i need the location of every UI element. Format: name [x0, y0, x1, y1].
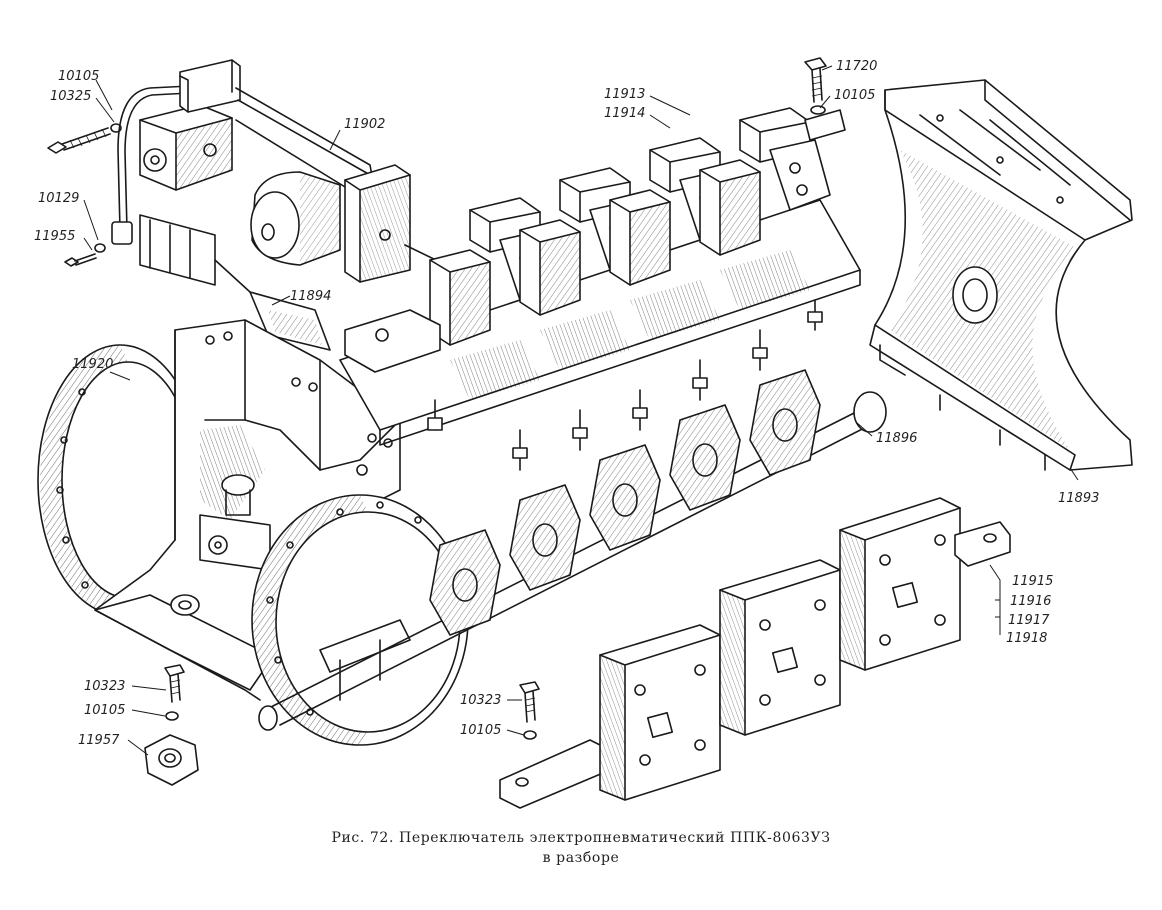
- contactor-units: [429, 107, 831, 400]
- figure-caption: Рис. 72. Переключатель электропневматиче…: [331, 830, 831, 846]
- label-11955: 11955: [34, 229, 75, 244]
- cover-bolt-holes: [56, 388, 89, 589]
- label-10105-c: 10105: [84, 703, 125, 718]
- label-11918: 11918: [1006, 631, 1047, 646]
- camshaft: [258, 369, 887, 731]
- support-bracket: [869, 79, 1133, 471]
- cam-element-blocks: [499, 497, 1011, 809]
- cover-bolt-holes-2: [266, 501, 422, 716]
- cam-washers: [429, 369, 821, 636]
- leader-lines: [83, 65, 1079, 756]
- label-11894: 11894: [290, 289, 331, 304]
- terminal-studs: [427, 299, 823, 471]
- label-10325: 10325: [50, 89, 91, 104]
- figure-caption-line2: в разборе: [542, 850, 620, 866]
- part-labels: 10105 10325 10129 11955 11902 11894 1192…: [34, 59, 1099, 748]
- pneumatic-drive-assembly: [47, 59, 441, 351]
- label-11913: 11913: [604, 87, 645, 102]
- label-11920: 11920: [72, 357, 113, 372]
- housing-with-end-cover: [37, 319, 469, 746]
- label-11896: 11896: [876, 431, 917, 446]
- label-10105-d: 10105: [460, 723, 501, 738]
- label-10323-b: 10323: [460, 693, 501, 708]
- label-11902: 11902: [344, 117, 385, 132]
- label-10129: 10129: [38, 191, 79, 206]
- cam-block-3: [839, 497, 961, 671]
- cam-block-2: [719, 559, 841, 736]
- cam-block-1: [599, 624, 721, 801]
- label-11915: 11915: [1012, 574, 1053, 589]
- label-11720: 11720: [836, 59, 877, 74]
- label-10105-b: 10105: [834, 88, 875, 103]
- label-11893: 11893: [1058, 491, 1099, 506]
- label-11957: 11957: [78, 733, 120, 748]
- label-11917: 11917: [1008, 613, 1050, 628]
- label-10105-a: 10105: [58, 69, 99, 84]
- label-11914: 11914: [604, 106, 645, 121]
- label-10323-a: 10323: [84, 679, 125, 694]
- contactor-elements-row: [339, 57, 861, 471]
- label-11916: 11916: [1010, 594, 1051, 609]
